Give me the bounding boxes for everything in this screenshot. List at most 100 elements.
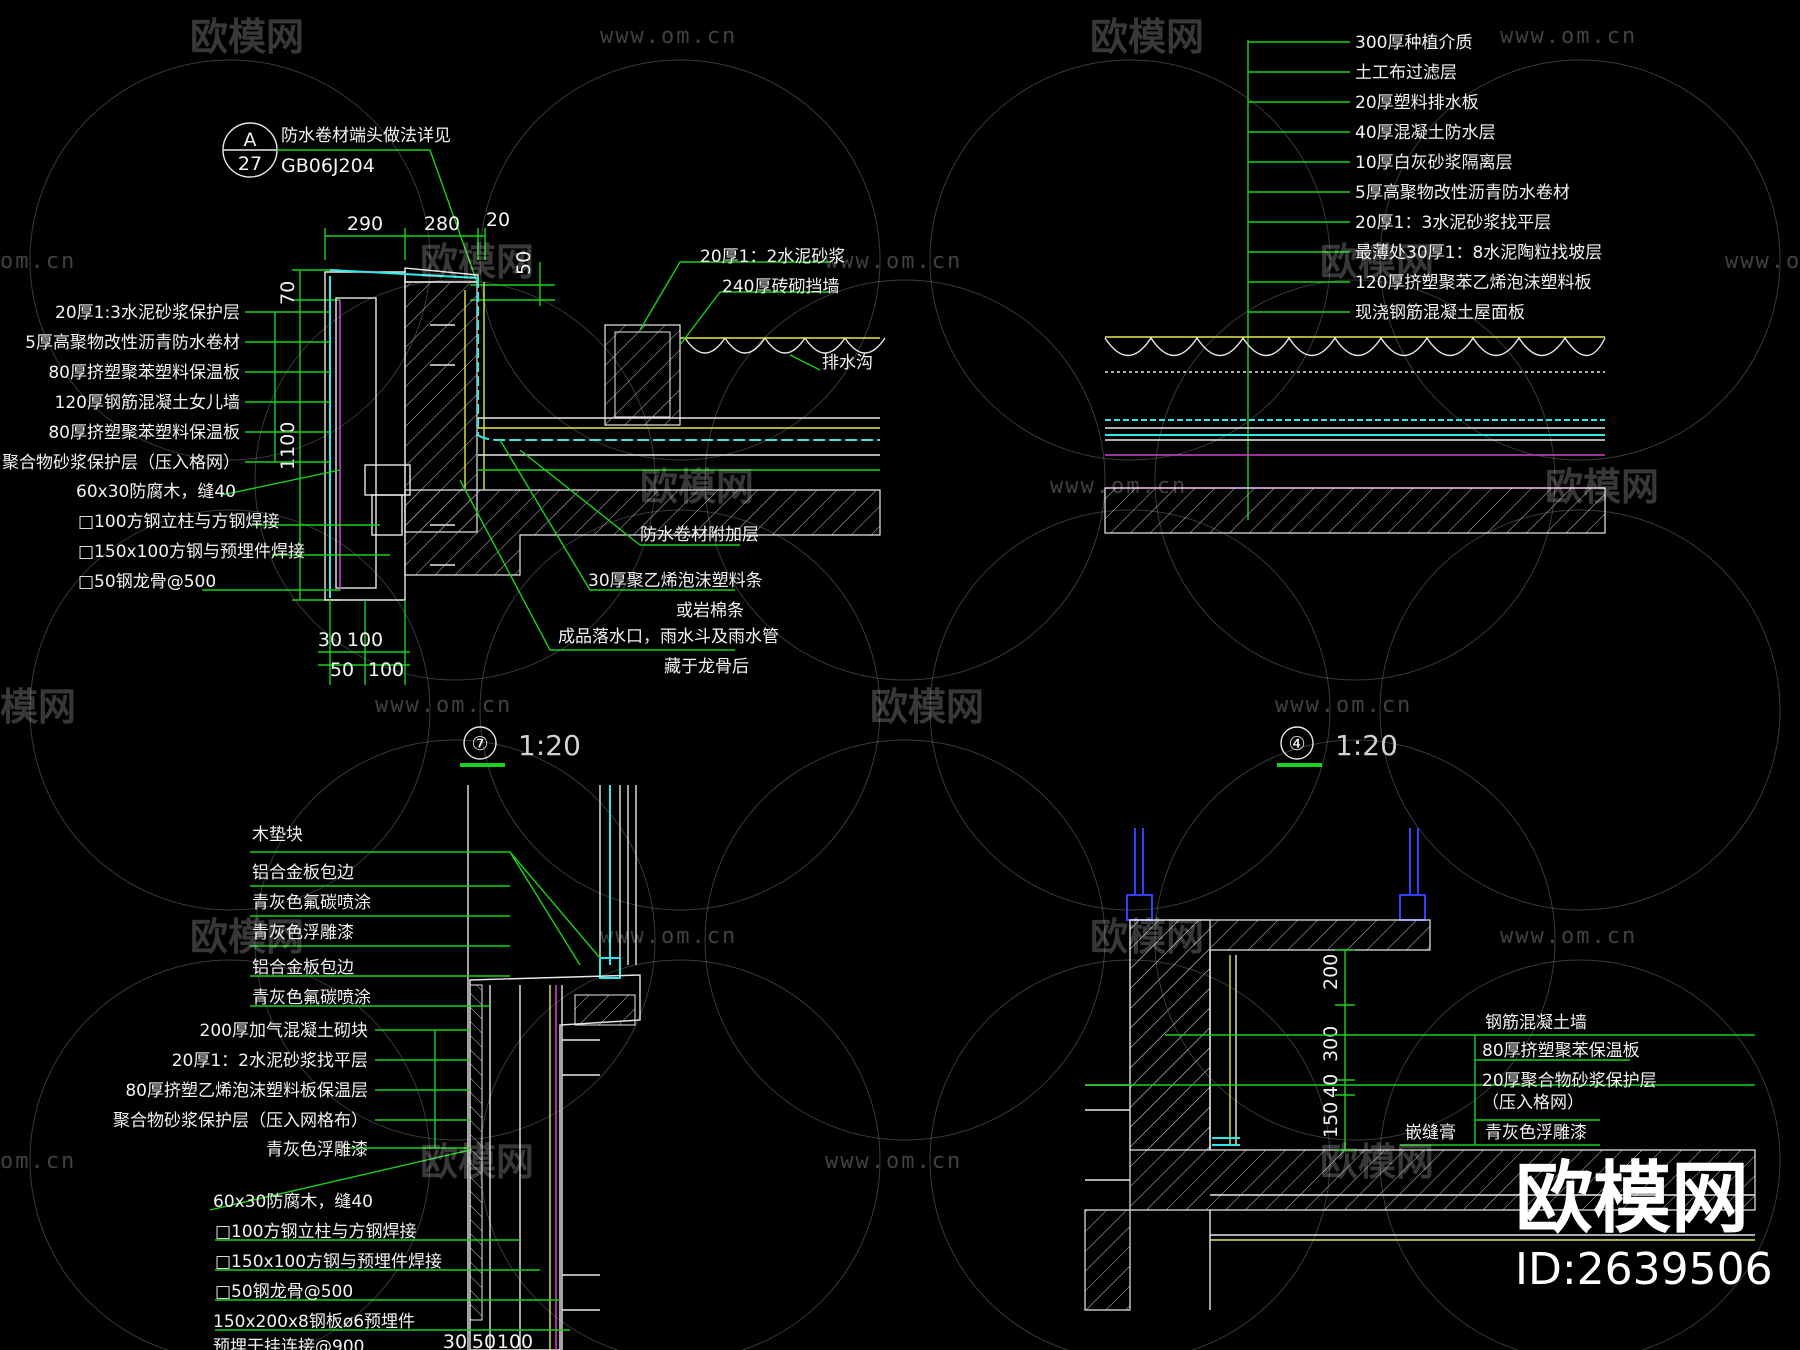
label: 成品落水口，雨水斗及雨水管 bbox=[558, 627, 779, 647]
ref-note: 防水卷材端头做法详见 bbox=[281, 126, 451, 146]
detail-title-bubble bbox=[1280, 726, 1314, 760]
dim-20: 20 bbox=[486, 209, 510, 231]
label: 30厚聚乙烯泡沫塑料条 bbox=[588, 571, 763, 591]
dim: 200 bbox=[1320, 954, 1342, 990]
label: 铝合金板包边 bbox=[252, 958, 354, 978]
label: □150x100方钢与预埋件焊接 bbox=[215, 1252, 442, 1272]
label: 聚合物砂浆保护层（压入网格布） bbox=[113, 1111, 368, 1131]
label: 青灰色氟碳喷涂 bbox=[252, 893, 371, 913]
detail-4-labels: 300厚种植介质 土工布过滤层 20厚塑料排水板 40厚混凝土防水层 10厚白灰… bbox=[1355, 33, 1602, 323]
watermark-url: www.om.cn bbox=[1500, 24, 1637, 49]
watermark-url: www.om.cn bbox=[825, 249, 962, 274]
dim-290: 290 bbox=[347, 213, 383, 235]
dim-280: 280 bbox=[424, 213, 460, 235]
watermark-logo: 模网 bbox=[0, 685, 76, 729]
label: 20厚1:3水泥砂浆保护层 bbox=[55, 303, 240, 323]
label: 最薄处30厚1：8水泥陶粒找坡层 bbox=[1355, 243, 1602, 263]
label: （压入格网） bbox=[1482, 1093, 1584, 1113]
watermark-url: www.om.cn bbox=[1500, 924, 1637, 949]
ref-bottom: 27 bbox=[238, 153, 262, 175]
label: 20厚1：2水泥砂浆 bbox=[700, 247, 845, 267]
brand-watermark-id: ID:2639506 bbox=[1515, 1244, 1773, 1295]
watermark-url: www.om.cn bbox=[1275, 693, 1412, 718]
label: 现浇钢筋混凝土屋面板 bbox=[1355, 303, 1525, 323]
label: 藏于龙骨后 bbox=[664, 657, 749, 677]
label: 60x30防腐木，缝40 bbox=[213, 1192, 373, 1212]
label: 10厚白灰砂浆隔离层 bbox=[1355, 153, 1513, 173]
watermark-logo: 欧模网 bbox=[870, 685, 984, 729]
label: 40厚混凝土防水层 bbox=[1355, 123, 1496, 143]
label: 20厚塑料排水板 bbox=[1355, 93, 1479, 113]
detail-title-bubble bbox=[463, 726, 497, 760]
ref-top: A bbox=[244, 129, 257, 151]
detail-1-right-labels: 20厚1：2水泥砂浆 240厚砖砌挡墙 排水沟 防水卷材附加层 30厚聚乙烯泡沫… bbox=[558, 247, 873, 677]
label: 20厚1：3水泥砂浆找平层 bbox=[1355, 213, 1551, 233]
label: 钢筋混凝土墙 bbox=[1485, 1013, 1587, 1033]
label: 80厚挤塑乙烯泡沫塑料板保温层 bbox=[125, 1081, 368, 1101]
dim: 40 bbox=[1320, 1074, 1342, 1098]
label: 300厚种植介质 bbox=[1355, 33, 1472, 53]
label: 嵌缝膏 bbox=[1405, 1122, 1456, 1143]
watermark-url: om.cn bbox=[0, 249, 76, 274]
detail-1-number: ⑦ bbox=[471, 733, 488, 755]
watermark-logo: 欧模网 bbox=[1545, 465, 1659, 509]
dim: 300 bbox=[1320, 1026, 1342, 1062]
watermark-logo: 欧模网 bbox=[1320, 1140, 1434, 1184]
watermark-url: www.om.cn bbox=[600, 24, 737, 49]
dim: 50 bbox=[472, 1331, 496, 1350]
label: 5厚高聚物改性沥青防水卷材 bbox=[25, 333, 240, 353]
label: 土工布过滤层 bbox=[1355, 63, 1457, 83]
watermark-logo: 欧模网 bbox=[1320, 240, 1434, 284]
dim-1100: 1100 bbox=[277, 422, 299, 470]
watermark-url: om.cn bbox=[0, 1149, 76, 1174]
dim: 100 bbox=[368, 659, 404, 681]
label: 5厚高聚物改性沥青防水卷材 bbox=[1355, 183, 1570, 203]
label: 120厚钢筋混凝土女儿墙 bbox=[55, 393, 240, 413]
label: 200厚加气混凝土砌块 bbox=[200, 1021, 368, 1041]
label: 青灰色浮雕漆 bbox=[252, 923, 354, 943]
label: 预埋干挂连接@900 bbox=[213, 1337, 364, 1350]
label: □100方钢立柱与方钢焊接 bbox=[78, 512, 280, 532]
watermark-url: www.om.cn bbox=[375, 693, 512, 718]
ref-code: GB06J204 bbox=[281, 155, 375, 177]
dim: 30 bbox=[443, 1331, 467, 1350]
watermark-logo: 欧模网 bbox=[420, 1140, 534, 1184]
detail-4-scale: 1:20 bbox=[1335, 729, 1398, 762]
watermark-url: www.om.cn bbox=[825, 1149, 962, 1174]
label: 排水沟 bbox=[822, 353, 873, 373]
detail-4-number: ④ bbox=[1288, 733, 1305, 755]
label: 青灰色氟碳喷涂 bbox=[252, 988, 371, 1008]
detail-4-roof-garden: 300厚种植介质 土工布过滤层 20厚塑料排水板 40厚混凝土防水层 10厚白灰… bbox=[1104, 33, 1606, 767]
label: 80厚挤塑聚苯塑料保温板 bbox=[48, 363, 240, 383]
watermarks: 欧模网 欧模网 欧模网 欧模网 欧模网 欧模网 模网 欧模网 欧模网 欧模网 欧… bbox=[0, 15, 1800, 1184]
label: 80厚挤塑聚苯塑料保温板 bbox=[48, 423, 240, 443]
dim: 150 bbox=[1320, 1102, 1342, 1138]
detail-1-scale: 1:20 bbox=[518, 729, 581, 762]
label: 青灰色浮雕漆 bbox=[1485, 1123, 1587, 1143]
watermark-logo: 欧模网 bbox=[190, 15, 304, 59]
detail-sill-section: 200 300 40 150 钢筋混凝土墙 80厚挤塑聚苯保温板 20厚聚合物砂… bbox=[1084, 828, 1756, 1311]
dim: 50 bbox=[330, 659, 354, 681]
dim-70: 70 bbox=[277, 281, 299, 305]
watermark-logo: 欧模网 bbox=[420, 240, 534, 284]
dim: 100 bbox=[497, 1331, 533, 1350]
watermark-url: www.om.cn bbox=[600, 924, 737, 949]
detail-wall-labels: 木垫块 铝合金板包边 青灰色氟碳喷涂 青灰色浮雕漆 铝合金板包边 青灰色氟碳喷涂… bbox=[113, 825, 442, 1350]
watermark-url: www.om.cn bbox=[1050, 474, 1187, 499]
label: 青灰色浮雕漆 bbox=[266, 1140, 368, 1160]
detail-1-parapet: A 27 防水卷材端头做法详见 GB06J204 290 280 20 50 7… bbox=[2, 122, 886, 767]
label: □50钢龙骨@500 bbox=[215, 1282, 353, 1302]
label: 铝合金板包边 bbox=[252, 863, 354, 883]
label: □150x100方钢与预埋件焊接 bbox=[78, 542, 305, 562]
label: 20厚聚合物砂浆保护层 bbox=[1482, 1071, 1657, 1091]
dim: 30 bbox=[318, 629, 342, 651]
watermark-logo: 欧模网 bbox=[190, 915, 304, 959]
label: 木垫块 bbox=[252, 825, 303, 845]
label: □100方钢立柱与方钢焊接 bbox=[215, 1222, 417, 1242]
detail-sill-labels: 钢筋混凝土墙 80厚挤塑聚苯保温板 20厚聚合物砂浆保护层 （压入格网） 青灰色… bbox=[1405, 1013, 1657, 1143]
label: 150x200x8钢板ø6预埋件 bbox=[213, 1312, 415, 1332]
watermark-logo: 欧模网 bbox=[1090, 915, 1204, 959]
label: 20厚1：2水泥砂浆找平层 bbox=[172, 1051, 368, 1071]
label: 240厚砖砌挡墙 bbox=[722, 277, 839, 297]
